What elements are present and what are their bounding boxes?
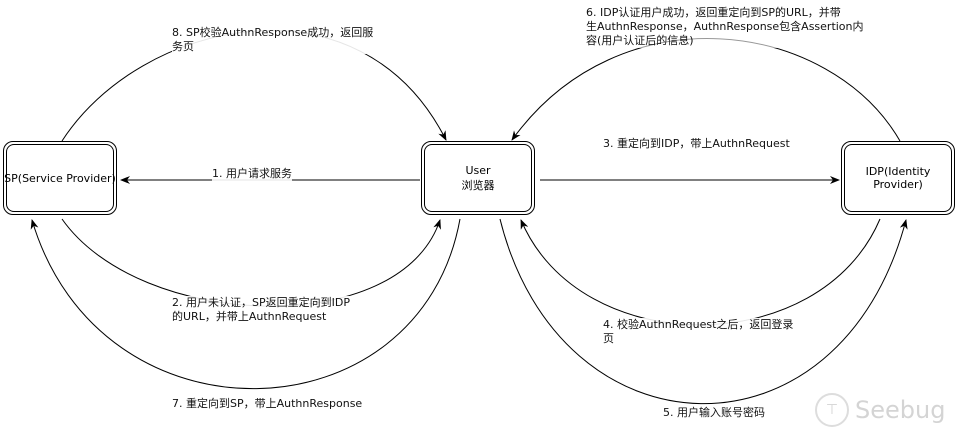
seebug-watermark: ⊤ Seebug (815, 393, 945, 427)
edge-1-label: 1. 用户请求服务 (212, 167, 292, 181)
idp-node[interactable]: IDP(Identity Provider) (841, 141, 955, 215)
sp-node[interactable]: SP(Service Provider) (3, 141, 117, 215)
seebug-logo-icon: ⊤ (815, 393, 849, 427)
edge-3-label: 3. 重定向到IDP，带上AuthnRequest (603, 137, 790, 151)
sp-label: SP(Service Provider) (4, 171, 116, 185)
user-node[interactable]: User 浏览器 (421, 141, 535, 215)
watermark-text: Seebug (855, 396, 946, 424)
edge-6-label: 6. IDP认证用户成功，返回重定向到SP的URL，并带 生AuthnRespo… (586, 6, 864, 48)
edge-8-label: 8. SP校验AuthnResponse成功，返回服 务页 (172, 26, 374, 54)
user-label: User (465, 163, 491, 177)
edge-6 (511, 38, 901, 142)
edge-4-label: 4. 校验AuthnRequest之后，返回登录 页 (603, 318, 794, 346)
edge-7 (30, 218, 461, 390)
edge-5 (499, 218, 908, 405)
browser-label: 浏览器 (461, 178, 495, 192)
edge-7-label: 7. 重定向到SP，带上AuthnResponse (172, 397, 363, 411)
edge-5-label: 5. 用户输入账号密码 (663, 406, 765, 420)
edge-2-label: 2. 用户未认证，SP返回重定向到IDP 的URL，并带上AuthnReques… (172, 296, 350, 324)
idp-label: IDP(Identity Provider) (865, 165, 931, 191)
edge-4 (520, 218, 881, 326)
edge-2 (61, 218, 441, 307)
